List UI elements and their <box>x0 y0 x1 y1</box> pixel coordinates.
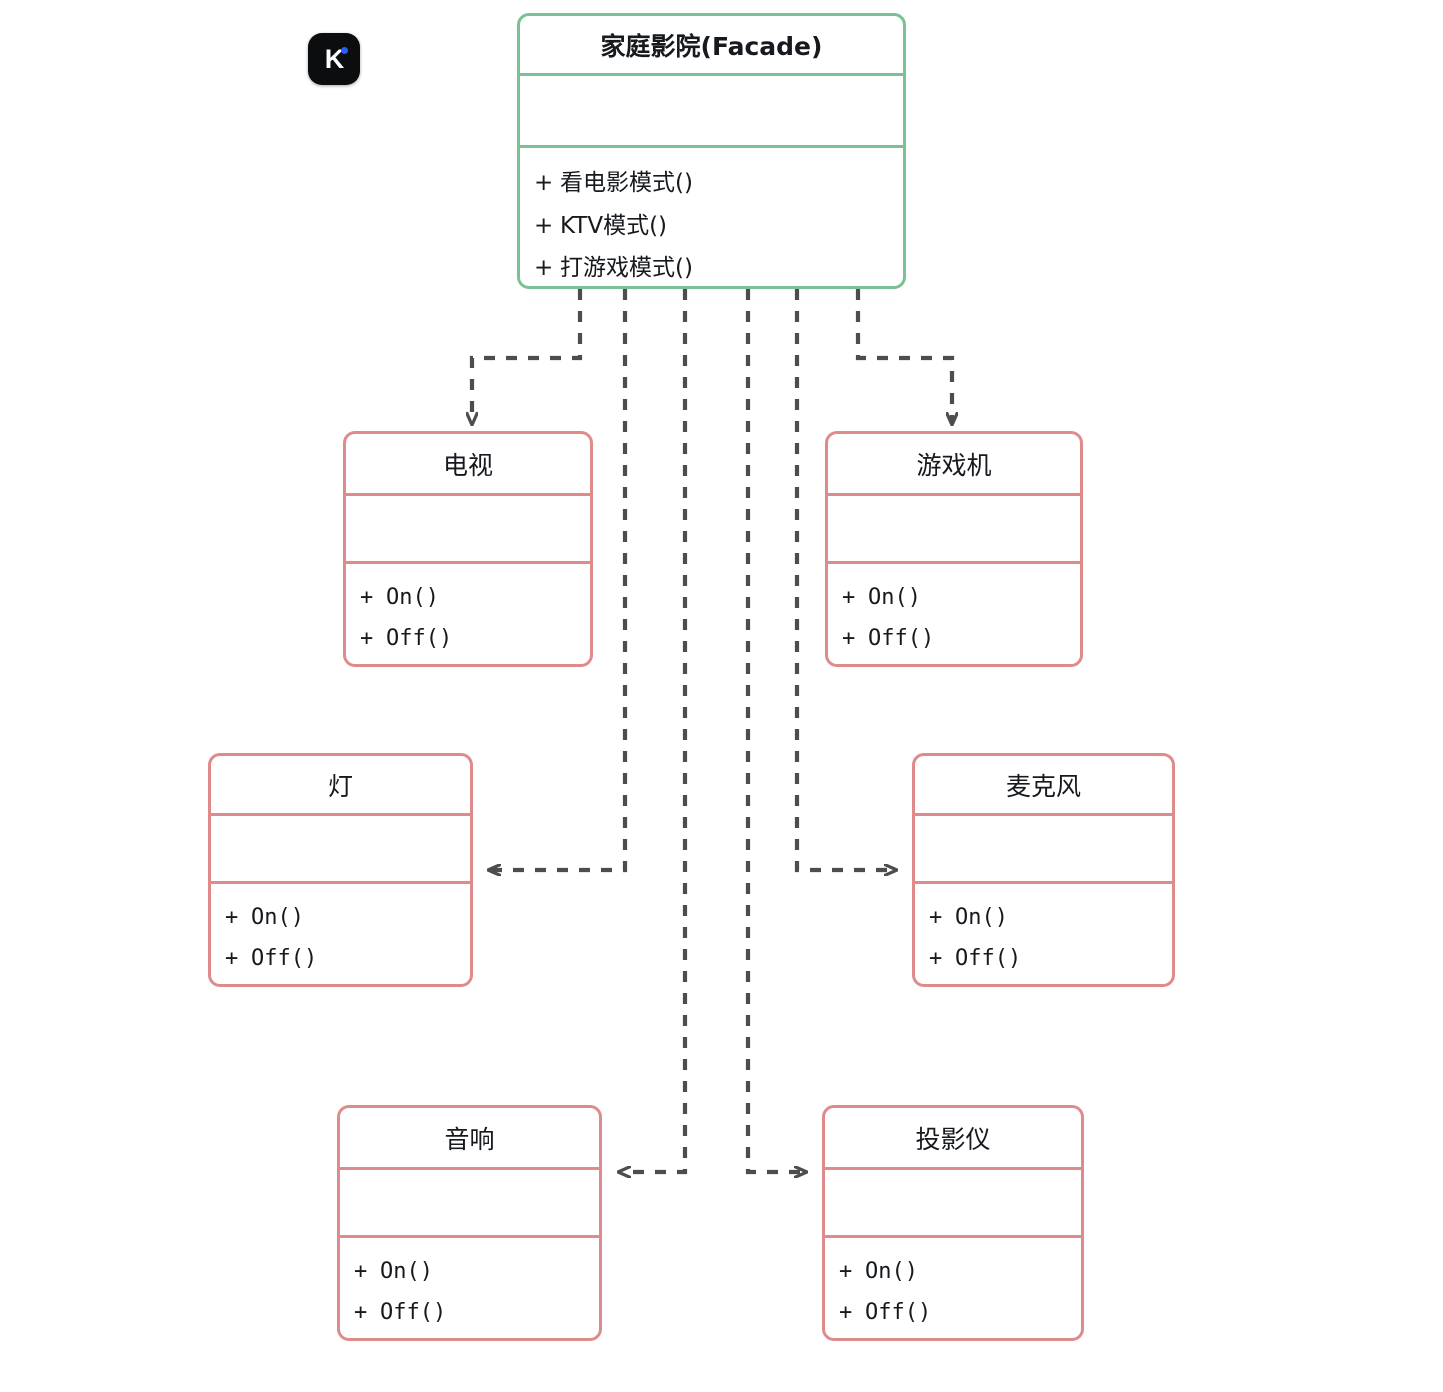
class-name-facade: 家庭影院(Facade) <box>520 16 903 76</box>
attributes-compartment-tv <box>346 496 590 564</box>
uml-class-projector[interactable]: 投影仪 +On() +Off() <box>822 1105 1084 1341</box>
attributes-compartment-light <box>211 816 470 884</box>
method-item: +看电影模式() <box>534 170 693 196</box>
method-item: +KTV模式() <box>534 212 668 239</box>
method-item: +On() <box>842 585 921 610</box>
dependency-facade-to-speaker <box>619 289 688 1172</box>
methods-compartment-game-console: +On() +Off() <box>828 564 1080 664</box>
class-name-projector: 投影仪 <box>825 1108 1081 1170</box>
methods-compartment-light: +On() +Off() <box>211 884 470 984</box>
method-item: +Off() <box>360 625 453 651</box>
attributes-compartment-facade <box>520 76 903 148</box>
attributes-compartment-speaker <box>340 1170 599 1238</box>
dependency-facade-to-tv <box>472 289 583 424</box>
method-item: +打游戏模式() <box>534 255 693 282</box>
logo-dot-icon <box>341 47 348 54</box>
dependency-facade-to-game-console <box>855 289 952 424</box>
uml-class-facade[interactable]: 家庭影院(Facade) +看电影模式() +KTV模式() +打游戏模式() <box>517 13 906 289</box>
method-item: +Off() <box>354 1299 447 1325</box>
attributes-compartment-microphone <box>915 816 1172 884</box>
method-item: +Off() <box>839 1299 932 1325</box>
uml-class-speaker[interactable]: 音响 +On() +Off() <box>337 1105 602 1341</box>
methods-compartment-tv: +On() +Off() <box>346 564 590 664</box>
method-item: +On() <box>360 585 439 610</box>
methods-compartment-projector: +On() +Off() <box>825 1238 1081 1338</box>
method-item: +Off() <box>842 625 935 651</box>
method-item: +On() <box>839 1259 918 1284</box>
method-item: +On() <box>225 905 304 930</box>
dependency-facade-to-projector <box>745 289 806 1172</box>
uml-class-tv[interactable]: 电视 +On() +Off() <box>343 431 593 667</box>
method-item: +On() <box>354 1259 433 1284</box>
uml-class-game-console[interactable]: 游戏机 +On() +Off() <box>825 431 1083 667</box>
methods-compartment-facade: +看电影模式() +KTV模式() +打游戏模式() <box>520 148 903 286</box>
uml-class-microphone[interactable]: 麦克风 +On() +Off() <box>912 753 1175 987</box>
class-name-game-console: 游戏机 <box>828 434 1080 496</box>
class-name-light: 灯 <box>211 756 470 816</box>
class-name-speaker: 音响 <box>340 1108 599 1170</box>
method-item: +Off() <box>929 945 1022 971</box>
logo-letter: K <box>324 44 345 74</box>
uml-class-light[interactable]: 灯 +On() +Off() <box>208 753 473 987</box>
class-name-tv: 电视 <box>346 434 590 496</box>
attributes-compartment-projector <box>825 1170 1081 1238</box>
app-logo-icon: K <box>308 33 360 85</box>
method-item: +On() <box>929 905 1008 930</box>
class-name-microphone: 麦克风 <box>915 756 1172 816</box>
attributes-compartment-game-console <box>828 496 1080 564</box>
methods-compartment-speaker: +On() +Off() <box>340 1238 599 1338</box>
method-item: +Off() <box>225 945 318 971</box>
methods-compartment-microphone: +On() +Off() <box>915 884 1172 984</box>
